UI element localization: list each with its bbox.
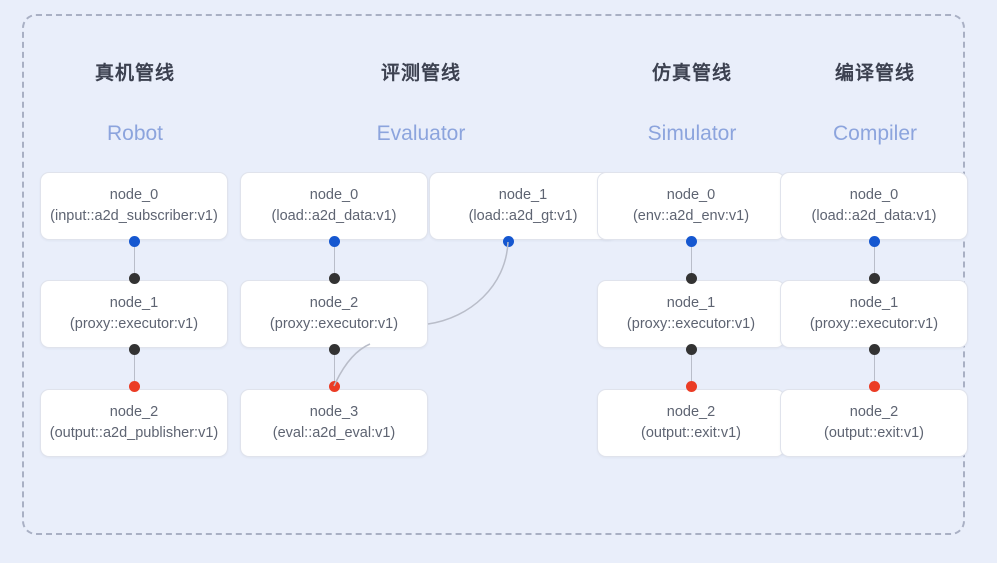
port-output-dot-evaluator-3 (329, 381, 340, 392)
node-robot-0[interactable]: node_0 (input::a2d_subscriber:v1) (40, 172, 228, 240)
node-name: node_0 (109, 187, 159, 203)
column-title-cn-evaluator: 评测管线 (380, 63, 461, 84)
node-evaluator-3[interactable]: node_3 (eval::a2d_eval:v1) (240, 389, 428, 457)
node-name: node_2 (109, 404, 159, 420)
port-input-dot-simulator-0 (686, 236, 697, 247)
port-input-dot-robot-0 (129, 236, 140, 247)
node-name: node_0 (849, 187, 899, 203)
node-name: node_2 (666, 404, 716, 420)
column-title-en-compiler: Compiler (832, 122, 918, 145)
node-kind: (output::exit:v1) (824, 425, 924, 441)
node-evaluator-gt[interactable]: node_1 (load::a2d_gt:v1) (429, 172, 617, 240)
column-title-cn-compiler: 编译管线 (834, 63, 915, 84)
node-kind: (load::a2d_data:v1) (811, 208, 937, 224)
port-out-dot-compiler-1 (869, 344, 880, 355)
node-name: node_1 (498, 187, 548, 203)
node-name: node_2 (849, 404, 899, 420)
node-kind: (load::a2d_data:v1) (271, 208, 397, 224)
port-in-dot-simulator-1 (686, 273, 697, 284)
node-name: node_0 (666, 187, 716, 203)
node-robot-1[interactable]: node_1 (proxy::executor:v1) (40, 280, 228, 348)
column-title-en-evaluator: Evaluator (376, 122, 466, 145)
node-kind: (proxy::executor:v1) (69, 316, 199, 332)
column-title-cn-robot: 真机管线 (94, 63, 175, 84)
node-evaluator-0[interactable]: node_0 (load::a2d_data:v1) (240, 172, 428, 240)
port-out-dot-simulator-1 (686, 344, 697, 355)
node-name: node_0 (309, 187, 359, 203)
node-name: node_1 (109, 295, 159, 311)
node-compiler-1[interactable]: node_1 (proxy::executor:v1) (780, 280, 968, 348)
edge-simulator-1-2 (690, 349, 692, 388)
edge-robot-0-1 (133, 242, 135, 280)
column-title-en-robot: Robot (106, 122, 164, 145)
edge-compiler-0-1 (873, 242, 875, 280)
port-input-dot-evaluator-gt (503, 236, 514, 247)
port-output-dot-simulator-2 (686, 381, 697, 392)
port-in-dot-compiler-1 (869, 273, 880, 284)
node-name: node_2 (309, 295, 359, 311)
node-name: node_1 (849, 295, 899, 311)
node-simulator-0[interactable]: node_0 (env::a2d_env:v1) (597, 172, 785, 240)
diagram-dashed-frame (22, 14, 965, 535)
node-name: node_3 (309, 404, 359, 420)
node-kind: (load::a2d_gt:v1) (468, 208, 578, 224)
port-out-dot-evaluator-2 (329, 344, 340, 355)
port-output-dot-robot-2 (129, 381, 140, 392)
edge-evaluator-0-2 (333, 242, 335, 280)
node-kind: (env::a2d_env:v1) (632, 208, 750, 224)
node-kind: (input::a2d_subscriber:v1) (50, 208, 218, 224)
edge-robot-1-2 (133, 349, 135, 388)
node-compiler-2[interactable]: node_2 (output::exit:v1) (780, 389, 968, 457)
node-kind: (output::a2d_publisher:v1) (49, 425, 219, 441)
port-input-dot-evaluator-0 (329, 236, 340, 247)
port-input-dot-compiler-0 (869, 236, 880, 247)
node-robot-2[interactable]: node_2 (output::a2d_publisher:v1) (40, 389, 228, 457)
node-kind: (eval::a2d_eval:v1) (272, 425, 396, 441)
node-evaluator-2[interactable]: node_2 (proxy::executor:v1) (240, 280, 428, 348)
column-title-cn-simulator: 仿真管线 (651, 63, 732, 84)
port-in-dot-robot-1 (129, 273, 140, 284)
node-kind: (proxy::executor:v1) (626, 316, 756, 332)
port-out-dot-robot-1 (129, 344, 140, 355)
node-simulator-2[interactable]: node_2 (output::exit:v1) (597, 389, 785, 457)
node-kind: (proxy::executor:v1) (269, 316, 399, 332)
node-simulator-1[interactable]: node_1 (proxy::executor:v1) (597, 280, 785, 348)
edge-compiler-1-2 (873, 349, 875, 388)
port-output-dot-compiler-2 (869, 381, 880, 392)
node-name: node_1 (666, 295, 716, 311)
column-title-en-simulator: Simulator (647, 122, 737, 145)
port-in-dot-evaluator-2 (329, 273, 340, 284)
node-kind: (proxy::executor:v1) (809, 316, 939, 332)
node-compiler-0[interactable]: node_0 (load::a2d_data:v1) (780, 172, 968, 240)
node-kind: (output::exit:v1) (641, 425, 741, 441)
edge-simulator-0-1 (690, 242, 692, 280)
